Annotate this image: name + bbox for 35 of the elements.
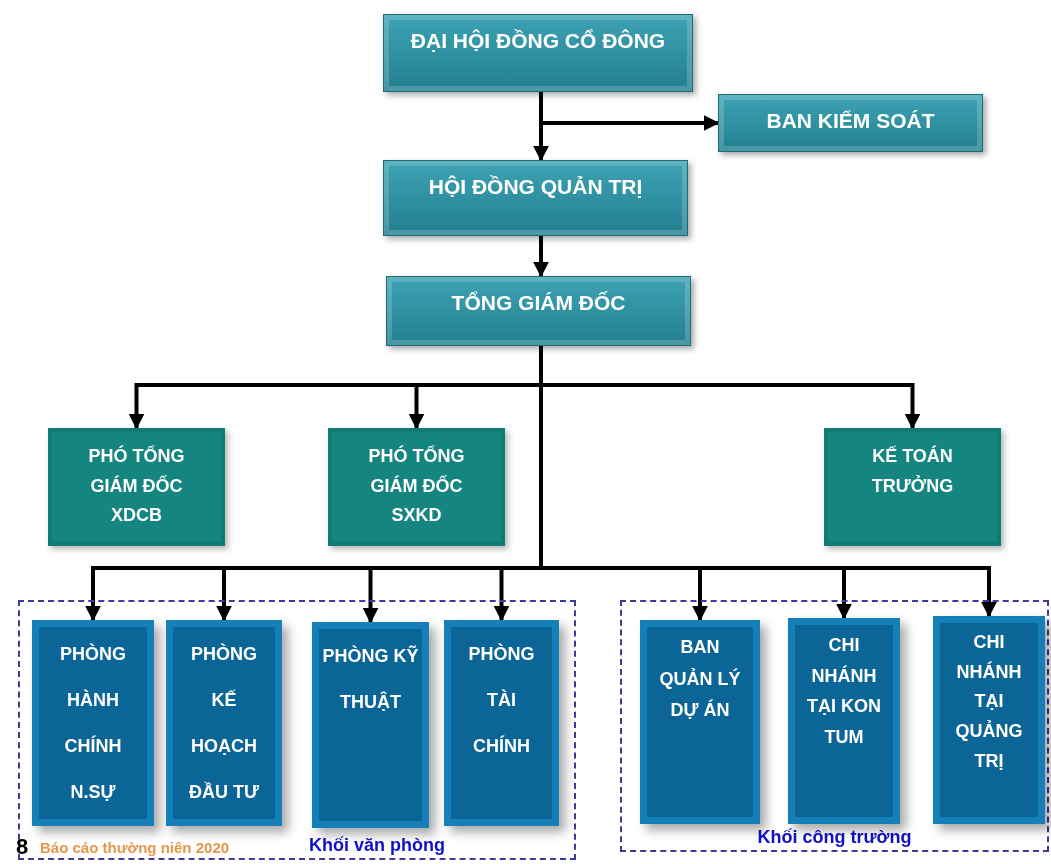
box-label: BAN KIỂM SOÁT [766,109,935,133]
org-box [640,620,760,824]
org-box [824,428,1001,546]
org-box [933,616,1045,824]
box-label: CHI NHÁNH TẠI QUẢNG TRỊ [954,631,1024,773]
org-box [32,620,154,826]
page-number: 8 [16,834,29,860]
box-label: BAN QUẢN LÝ DỰ ÁN [658,636,742,722]
org-box [312,622,429,828]
box-label: TỔNG GIÁM ĐỐC [451,291,626,315]
org-box [444,620,559,826]
box-label: PHÒNG KỸ THUẬT [321,644,420,714]
org-box [788,618,900,824]
box-label: PHÒNG TÀI CHÍNH [467,642,536,758]
dashed-group-box [18,600,576,860]
box-label: HỘI ĐỒNG QUẢN TRỊ [428,175,643,199]
group-label: Khối văn phòng [309,835,445,856]
org-box [383,14,693,92]
box-label: KẾ TOÁN TRƯỞNG [870,444,955,498]
org-box [386,276,691,346]
footer-text: Báo cáo thường niên 2020 [40,839,230,856]
dashed-group-box [620,600,1049,852]
box-label: ĐẠI HỘI ĐỒNG CỔ ĐÔNG [410,29,666,53]
box-label: CHI NHÁNH TẠI KON TUM [806,634,882,749]
box-label: PHÒNG KẾ HOẠCH ĐẦU TƯ [188,642,260,804]
box-label: PHÓ TỔNG GIÁM ĐỐC XDCB [87,444,186,528]
org-box [328,428,505,546]
box-label: PHÓ TỔNG GIÁM ĐỐC SXKD [367,444,466,528]
group-label: Khối công trường [757,827,912,848]
arrow [533,236,549,278]
box-label: PHÒNG HÀNH CHÍNH N.SỰ [59,642,127,804]
org-box [166,620,282,826]
org-box [718,94,983,152]
org-box [48,428,225,546]
org-box [383,160,688,236]
